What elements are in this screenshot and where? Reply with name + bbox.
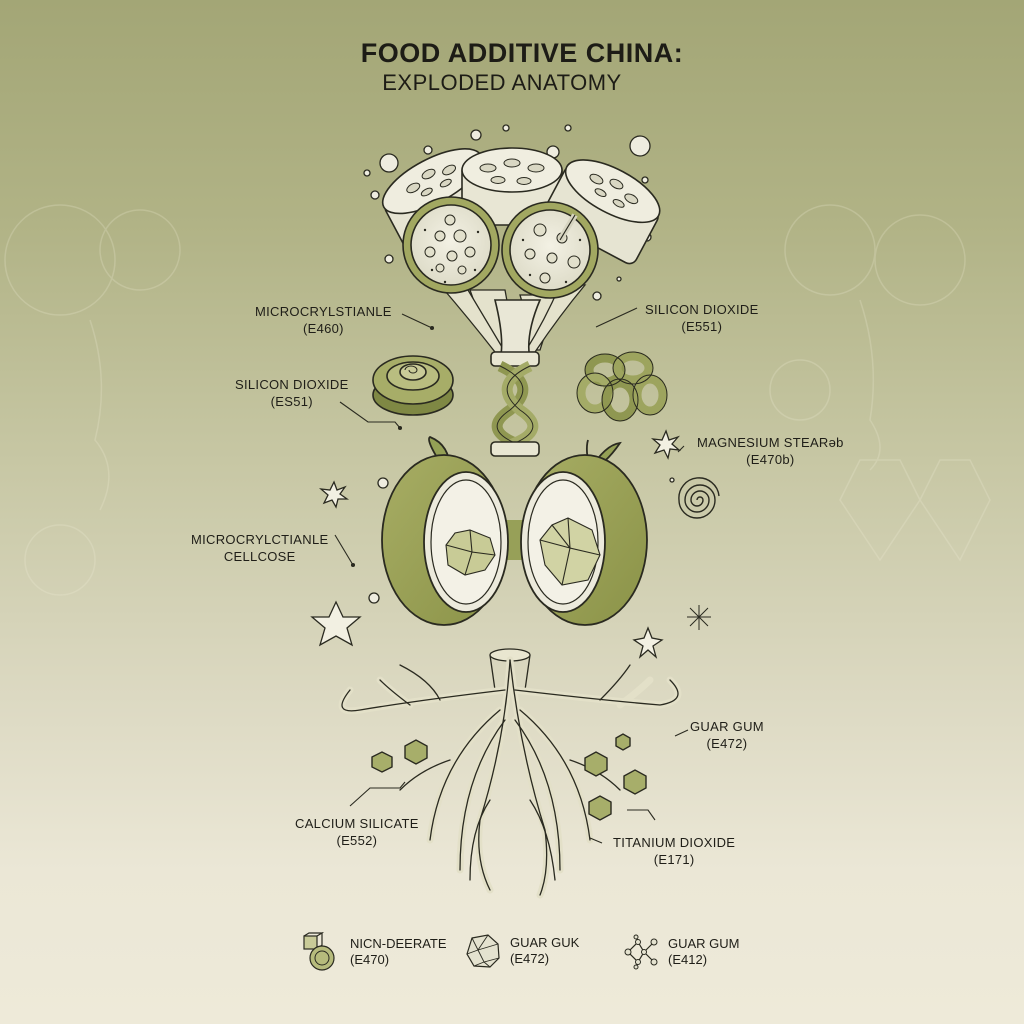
legend-item: GUAR GUK (E472)	[464, 932, 579, 970]
branching-roots	[338, 648, 682, 899]
label-calcium-silicate: CALCIUM SILICATE (E552)	[295, 816, 419, 848]
label-titanium-dioxide: TITANIUM DIOXIDE (E171)	[613, 835, 736, 867]
label-magnesium-stearate: MAGNESIUM STEARəb (E470b)	[697, 435, 844, 467]
background-doodles	[4, 204, 991, 596]
label-microcrylctianle-cellcose: MICROCRYLCTIANLE CELLCOSE	[191, 532, 329, 564]
knotted-rings	[576, 351, 668, 422]
split-fruit-with-crystals	[381, 435, 648, 626]
legend-item: NICN-DEERATE (E470)	[300, 932, 447, 972]
spiral-disc	[372, 355, 454, 416]
label-silicon-dioxide-left: SILICON DIOXIDE (ES51)	[235, 377, 349, 409]
label-guar-gum: GUAR GUM (E472)	[690, 719, 764, 751]
hexagon-granules	[371, 733, 647, 821]
molecule-icon	[624, 934, 658, 970]
leader-lines	[334, 307, 689, 844]
legend-item: GUAR GUM (E412)	[622, 934, 740, 970]
twisted-stem-helix	[490, 299, 542, 457]
label-silicon-dioxide-right: SILICON DIOXIDE (E551)	[645, 302, 759, 334]
page-subtitle: EXPLODED ANATOMY	[382, 70, 622, 95]
label-microcrylstianle: MICROCRYLSTIANLE (E460)	[255, 304, 392, 336]
crystal-rock-icon	[466, 934, 500, 968]
page-title: FOOD ADDITIVE CHINA:	[360, 38, 684, 68]
spiral-coil	[678, 477, 720, 519]
star-sparkles	[310, 429, 711, 659]
bubble-particles	[363, 124, 675, 604]
cube-and-disc-icon	[303, 932, 335, 971]
